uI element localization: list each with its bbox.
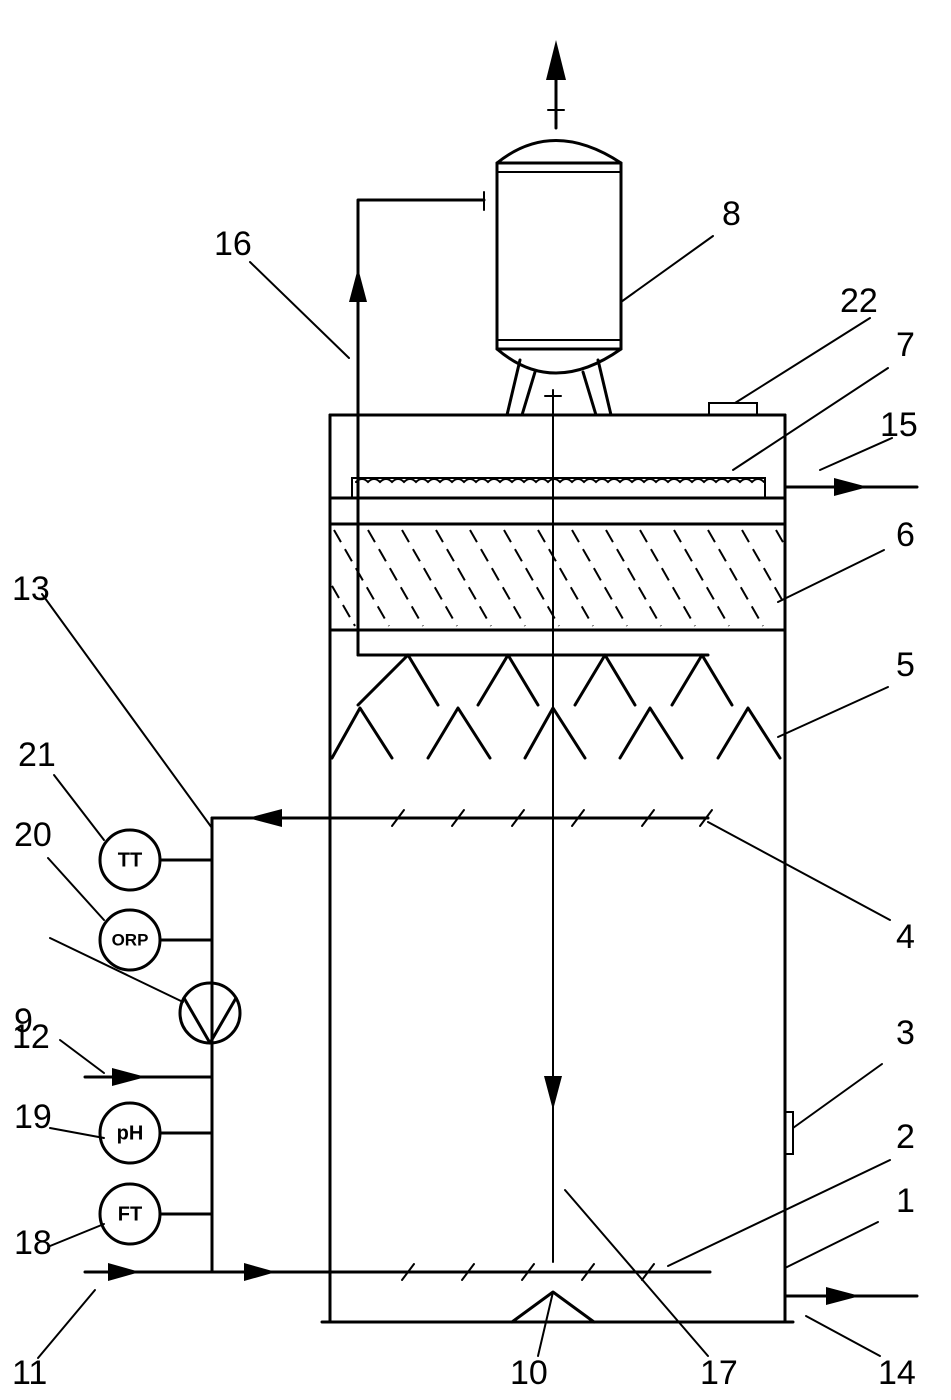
liquid-line — [349, 191, 486, 657]
label-11: 11 — [12, 1354, 47, 1392]
label-12: 12 — [12, 1018, 50, 1056]
label-6: 6 — [896, 516, 915, 554]
label-1: 1 — [896, 1182, 915, 1220]
svg-text:ORP: ORP — [112, 930, 149, 949]
bottom-cone — [510, 1290, 596, 1324]
label-18: 18 — [14, 1224, 52, 1262]
label-13: 13 — [12, 570, 50, 608]
label-2: 2 — [896, 1118, 915, 1156]
demister — [328, 477, 787, 500]
manhole — [708, 402, 758, 416]
top-outlet — [783, 478, 919, 496]
label-15: 15 — [880, 406, 918, 444]
label-10: 10 — [510, 1354, 548, 1392]
pump — [178, 981, 242, 1045]
label-16: 16 — [214, 225, 252, 263]
label-19: 19 — [14, 1098, 52, 1136]
recirculation-header — [210, 809, 713, 827]
svg-text:pH: pH — [117, 1122, 144, 1144]
label-8: 8 — [722, 195, 741, 233]
dosing-inlet — [83, 1068, 214, 1086]
label-9: 9 — [14, 1002, 33, 1040]
svg-text:FT: FT — [118, 1203, 142, 1225]
label-7: 7 — [896, 326, 915, 364]
label-21: 21 — [18, 736, 56, 774]
label-5: 5 — [896, 646, 915, 684]
side-nozzle — [784, 1111, 794, 1155]
temperature-transmitter: TT — [98, 828, 162, 892]
orp-analyzer: ORP — [98, 908, 162, 972]
tower-body — [320, 413, 795, 1324]
flow-transmitter: FT — [98, 1182, 162, 1246]
packing-layer — [328, 522, 787, 632]
spray-cones — [330, 653, 782, 760]
svg-text:TT: TT — [118, 849, 142, 871]
label-20: 20 — [14, 816, 52, 854]
label-22: 22 — [840, 282, 878, 320]
separator-vessel — [495, 40, 623, 417]
label-3: 3 — [896, 1014, 915, 1052]
ph-analyzer: pH — [98, 1101, 162, 1165]
label-17: 17 — [700, 1354, 738, 1392]
leader-lines — [37, 235, 893, 1359]
label-4: 4 — [896, 918, 915, 956]
inlet-pipe-distributor — [83, 1263, 712, 1281]
label-14: 14 — [878, 1354, 916, 1392]
bottom-outlet — [783, 1287, 919, 1305]
central-axis — [544, 389, 562, 1263]
